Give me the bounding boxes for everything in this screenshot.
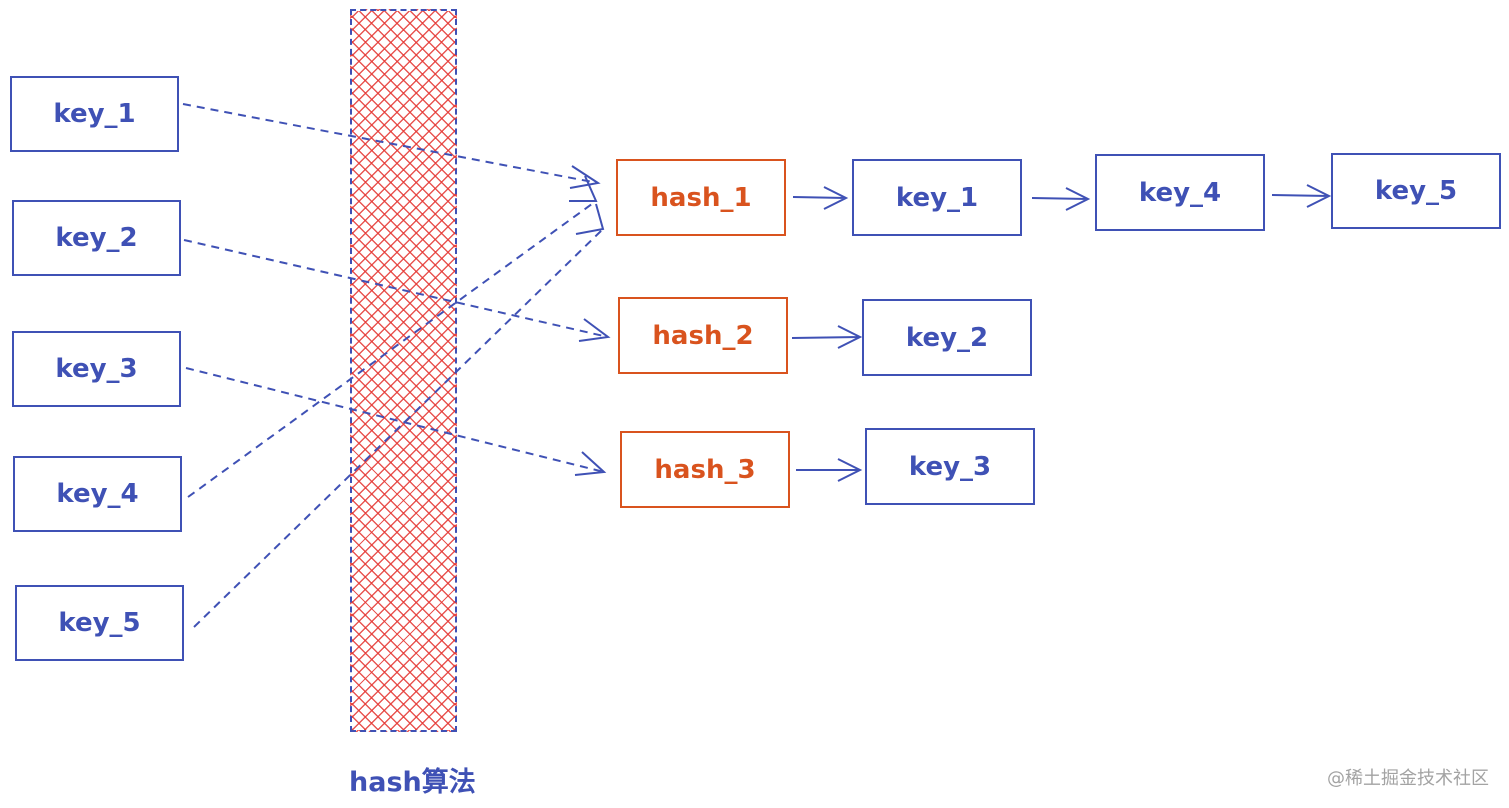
arrow-key-5-to-hash-1 bbox=[193, 228, 604, 628]
chain-arrow-hash-2-to-key-2 bbox=[791, 325, 863, 349]
hash-function-label: hash算法 bbox=[349, 767, 476, 798]
chain-key-box: key_4 bbox=[1095, 154, 1265, 231]
chain-arrows bbox=[791, 184, 1332, 482]
arrow-key-1-to-hash-1 bbox=[182, 103, 599, 184]
arrowhead-key-5-to-hash-1 bbox=[575, 203, 605, 235]
input-key-box: key_3 bbox=[12, 331, 181, 407]
watermark: @稀土掘金技术社区 bbox=[1327, 768, 1489, 789]
hash-bucket-box: hash_3 bbox=[620, 431, 790, 508]
mapping-arrowheads bbox=[569, 165, 611, 476]
input-key-box: key_2 bbox=[12, 200, 181, 276]
mapping-arrows bbox=[182, 103, 609, 628]
input-key-box: key_5 bbox=[15, 585, 184, 661]
arrow-key-3-to-hash-3 bbox=[185, 367, 605, 473]
hash-bucket-box: hash_1 bbox=[616, 159, 786, 236]
arrow-key-4-to-hash-1 bbox=[187, 200, 597, 498]
input-key-box: key_4 bbox=[13, 456, 182, 532]
input-key-box: key_1 bbox=[10, 76, 179, 152]
arrowhead-key-4-to-hash-1 bbox=[569, 175, 598, 202]
arrowhead-key-1-to-hash-1 bbox=[569, 165, 601, 189]
arrow-key-2-to-hash-2 bbox=[183, 239, 609, 338]
chain-arrow-key-1-to-key-4 bbox=[1031, 187, 1091, 211]
arrowhead-key-3-to-hash-3 bbox=[574, 451, 607, 476]
arrowhead-key-2-to-hash-2 bbox=[578, 318, 611, 342]
chain-key-box: key_2 bbox=[862, 299, 1032, 376]
chain-arrow-hash-3-to-key-3 bbox=[796, 458, 863, 482]
hash-function-band bbox=[350, 9, 457, 732]
chain-key-box: key_3 bbox=[865, 428, 1035, 505]
chain-key-box: key_5 bbox=[1331, 153, 1501, 229]
chain-key-box: key_1 bbox=[852, 159, 1022, 236]
hash-bucket-box: hash_2 bbox=[618, 297, 788, 374]
chain-arrow-key-4-to-key-5 bbox=[1271, 184, 1332, 208]
chain-arrow-hash-1-to-key-1 bbox=[792, 186, 849, 210]
